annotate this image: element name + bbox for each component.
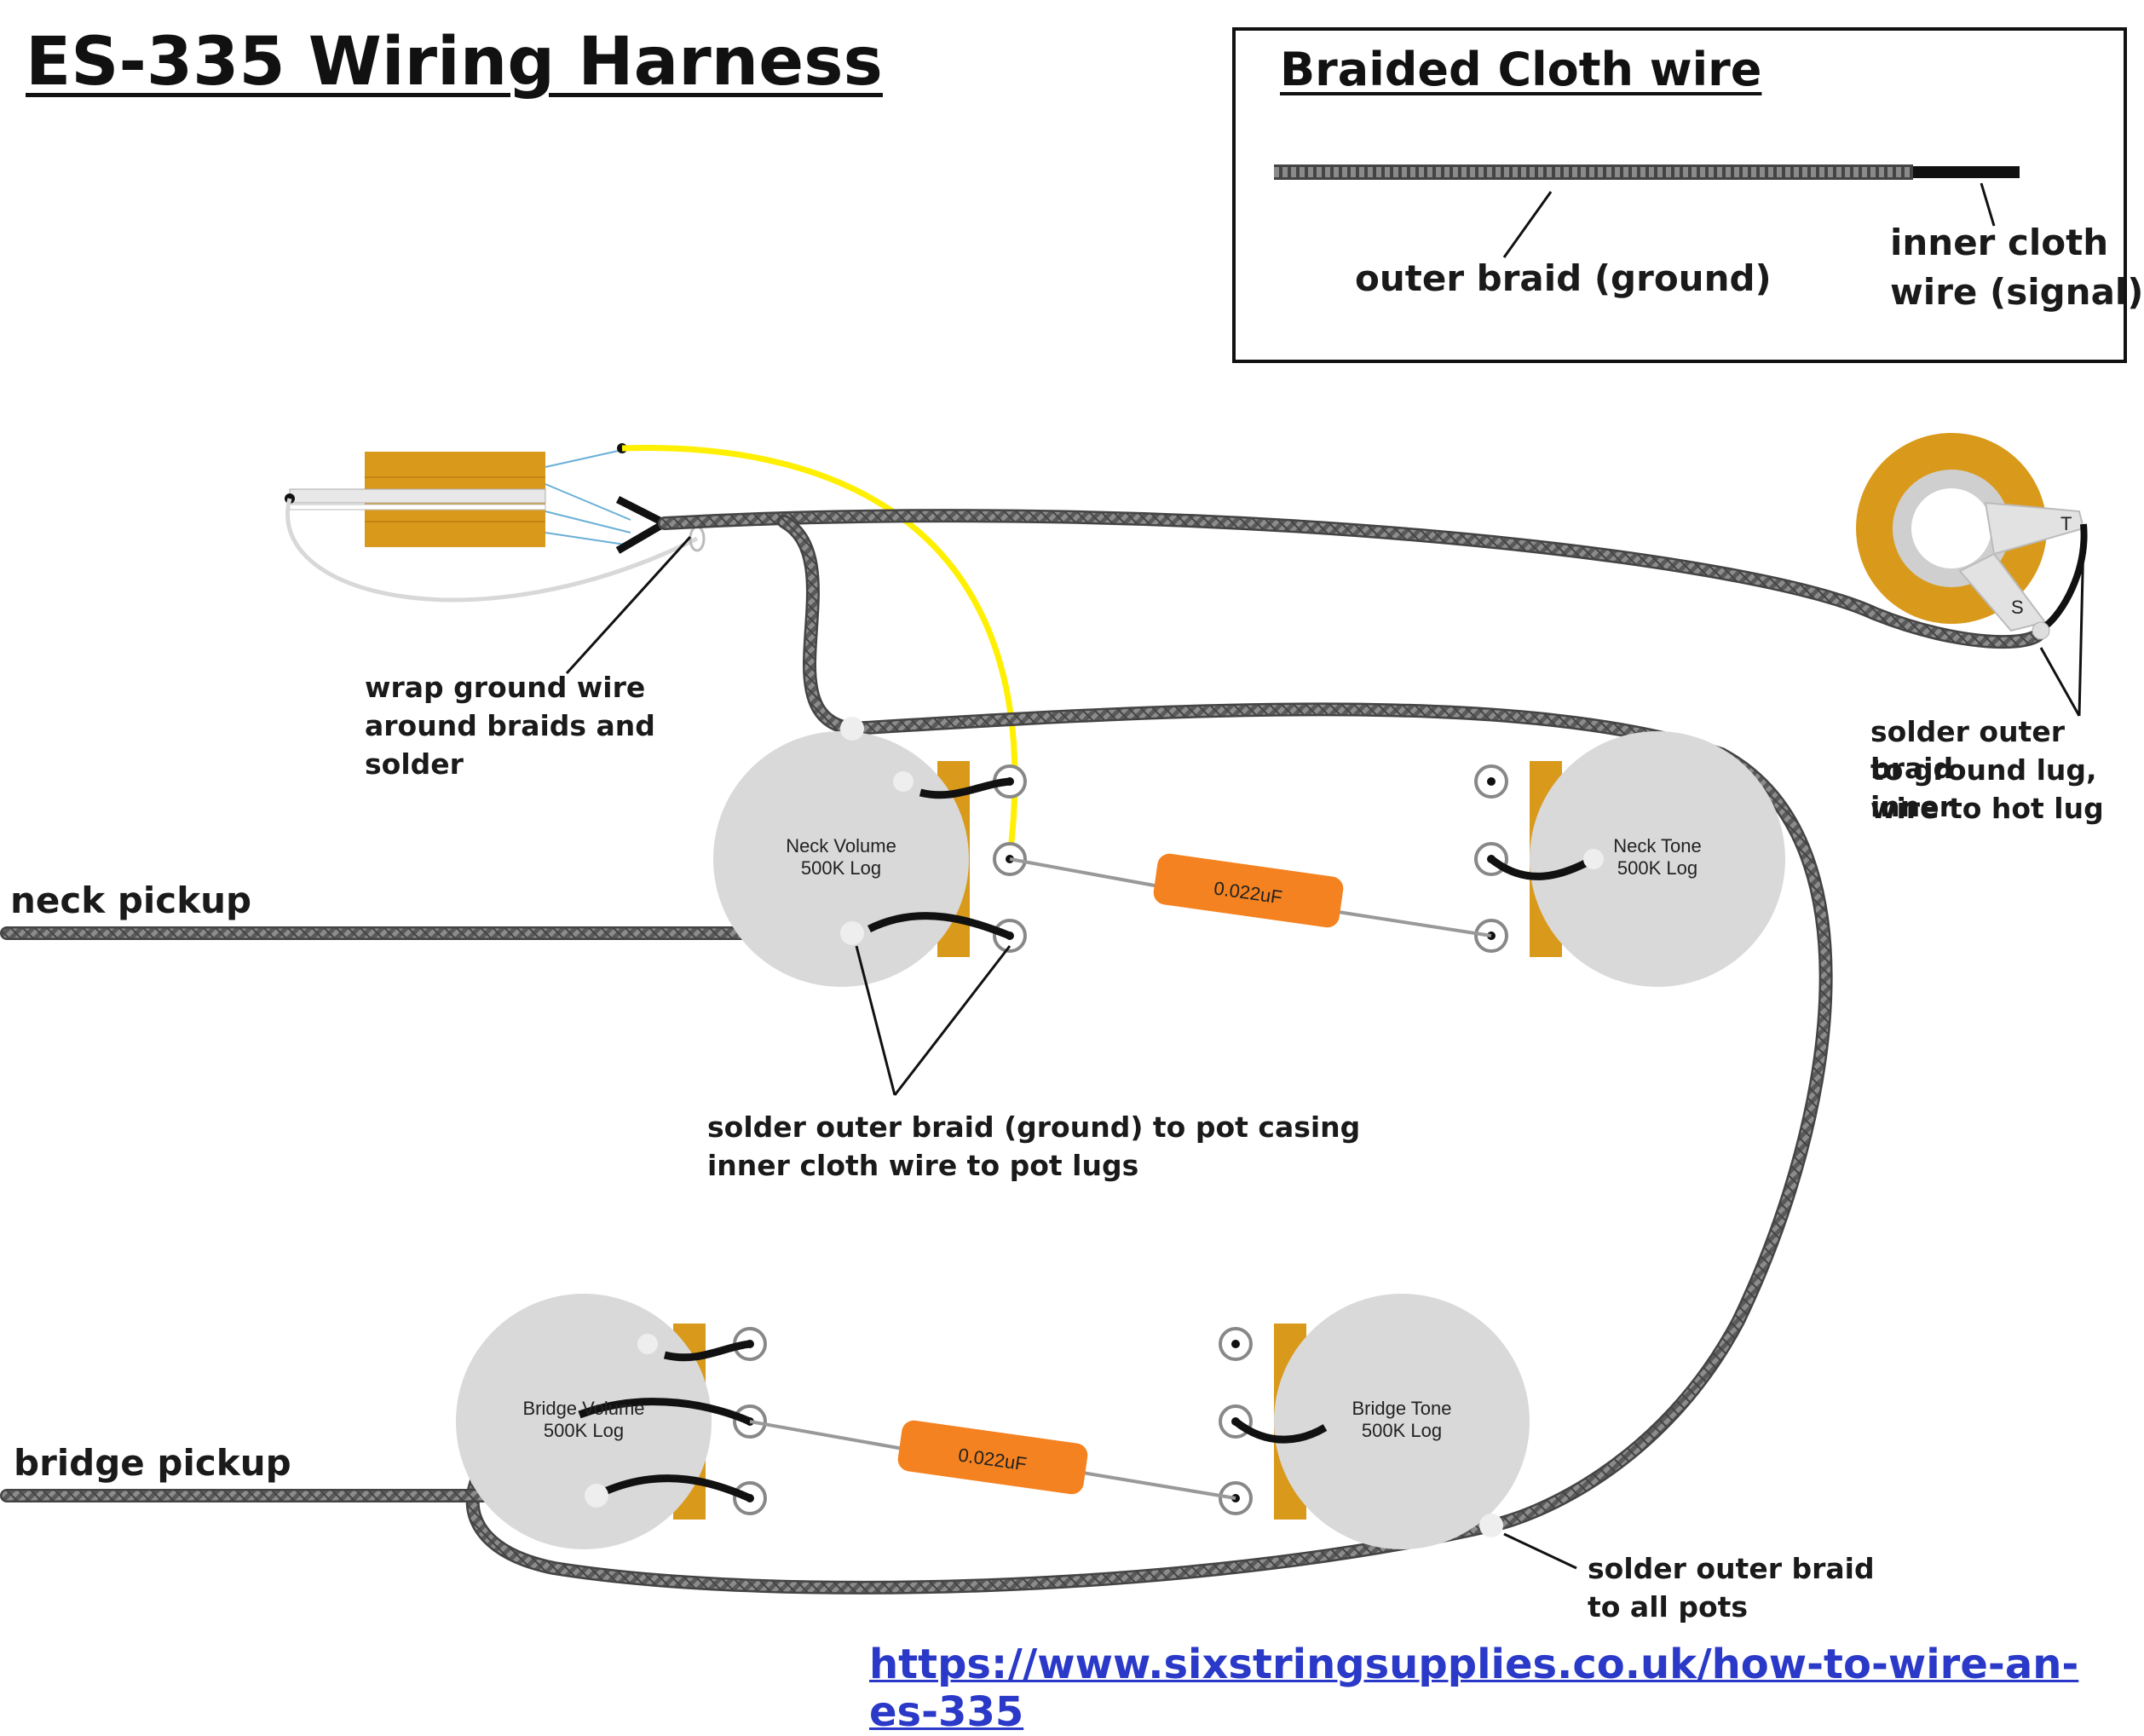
note-jack-2: to ground lug, inner [1870, 753, 2097, 823]
note-jack-3: wire to hot lug [1870, 792, 2104, 825]
bridge-pickup-label: bridge pickup [14, 1442, 291, 1484]
neck-tone-pot: Neck Tone 500K Log [1474, 731, 1785, 987]
note-wrap-ground-2: around braids and [365, 709, 655, 742]
page-title: ES-335 Wiring Harness [26, 24, 883, 101]
bridge-tone-name: Bridge Tone [1352, 1398, 1451, 1419]
pickup-selector-switch [285, 443, 706, 603]
legend-box [1232, 27, 2127, 363]
bridge-tone-capacitor: 0.022uF [749, 1420, 1236, 1500]
bridge-volume-name: Bridge Volume [522, 1398, 644, 1419]
neck-tone-capacitor: 0.022uF [1009, 853, 1492, 937]
note-pot-casing-1: solder outer braid (ground) to pot casin… [707, 1110, 1361, 1144]
bridge-volume-pot: Bridge Volume 500K Log [456, 1294, 767, 1549]
jack-tip-label: T [2060, 513, 2072, 534]
braided-harness [0, 509, 2048, 1595]
source-url-link[interactable]: https://www.sixstringsupplies.co.uk/how-… [869, 1641, 2079, 1736]
legend-inner-wire-label-2: wire (signal) [1890, 271, 2144, 313]
neck-volume-name: Neck Volume [786, 835, 896, 856]
neck-pickup-label: neck pickup [10, 880, 252, 921]
note-all-pots-2: to all pots [1588, 1590, 1749, 1624]
neck-volume-value: 500K Log [801, 857, 881, 879]
note-pointers [565, 535, 2085, 1570]
bridge-tone-value: 500K Log [1362, 1420, 1442, 1441]
note-jack-1: solder outer braid [1870, 715, 2065, 785]
jack-sleeve-label: S [2011, 597, 2024, 618]
neck-volume-pot: Neck Volume 500K Log [713, 717, 1027, 987]
legend-inner-wire-label-1: inner cloth [1890, 222, 2109, 263]
note-wrap-ground-1: wrap ground wire [365, 671, 646, 704]
bridge-tone-pot: Bridge Tone 500K Log [1219, 1294, 1530, 1549]
neck-tone-value: 500K Log [1617, 857, 1697, 879]
note-all-pots-1: solder outer braid [1588, 1552, 1875, 1585]
neck-tone-name: Neck Tone [1613, 835, 1702, 856]
legend-outer-braid-label: outer braid (ground) [1355, 257, 1772, 299]
note-pot-casing-2: inner cloth wire to pot lugs [707, 1149, 1139, 1182]
bridge-volume-value: 500K Log [544, 1420, 624, 1441]
output-jack: T S [1856, 433, 2088, 640]
yellow-signal-wire [621, 445, 1018, 857]
legend-title: Braided Cloth wire [1280, 43, 1762, 96]
note-wrap-ground-3: solder [365, 747, 464, 781]
legend-braided-wire [1274, 164, 2020, 258]
